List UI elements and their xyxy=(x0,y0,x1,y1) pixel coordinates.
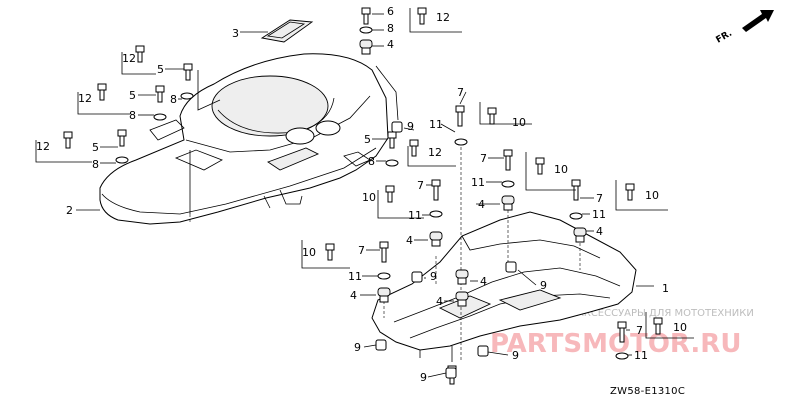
callout-11: 11 xyxy=(408,209,422,222)
callout-2: 2 xyxy=(66,204,73,217)
base-frame-part xyxy=(371,211,637,362)
callout-10: 10 xyxy=(673,321,687,334)
callout-12: 12 xyxy=(78,92,92,105)
callout-8: 8 xyxy=(368,155,375,168)
bolt-icons xyxy=(63,7,663,385)
callout-12: 12 xyxy=(436,11,450,24)
callout-8: 8 xyxy=(92,158,99,171)
diagram-code: ZW58-E1310C xyxy=(610,386,685,397)
callout-4: 4 xyxy=(350,289,357,302)
callout-7: 7 xyxy=(636,324,643,337)
watermark-logo: PARTSMOTOR.RU xyxy=(490,329,741,359)
callout-11: 11 xyxy=(429,118,443,131)
callout-5: 5 xyxy=(92,141,99,154)
callout-5: 5 xyxy=(157,63,164,76)
callout-8: 8 xyxy=(129,109,136,122)
callout-4: 4 xyxy=(387,38,394,51)
callout-12: 12 xyxy=(122,52,136,65)
collar-icons xyxy=(375,121,517,379)
callout-11: 11 xyxy=(348,270,362,283)
callout-10: 10 xyxy=(645,189,659,202)
callout-7: 7 xyxy=(480,152,487,165)
callout-10: 10 xyxy=(512,116,526,129)
washer-icons xyxy=(115,26,629,360)
callout-12: 12 xyxy=(428,146,442,159)
callout-4: 4 xyxy=(596,225,603,238)
callout-10: 10 xyxy=(362,191,376,204)
callout-1: 1 xyxy=(662,282,669,295)
fan-cover-part xyxy=(99,53,399,225)
callout-7: 7 xyxy=(358,244,365,257)
callout-8: 8 xyxy=(170,93,177,106)
callout-7: 7 xyxy=(596,192,603,205)
callout-12: 12 xyxy=(36,140,50,153)
watermark-text: ЗАПЧАСТИ И АКСЕССУАРЫ ДЛЯ МОТОТЕХНИКИ xyxy=(508,308,754,319)
rubber-mount-icons xyxy=(359,39,587,307)
callout-6: 6 xyxy=(387,5,394,18)
callout-brackets xyxy=(35,8,694,339)
callout-10: 10 xyxy=(554,163,568,176)
callout-9: 9 xyxy=(540,279,547,292)
callout-4: 4 xyxy=(478,198,485,211)
callout-9: 9 xyxy=(354,341,361,354)
callout-9: 9 xyxy=(407,120,414,133)
leader-lines xyxy=(76,13,654,378)
callout-4: 4 xyxy=(436,295,443,308)
front-direction-label: FR. xyxy=(715,29,734,46)
callout-4: 4 xyxy=(480,275,487,288)
callout-11: 11 xyxy=(634,349,648,362)
callout-9: 9 xyxy=(420,371,427,384)
callout-7: 7 xyxy=(457,86,464,99)
callout-5: 5 xyxy=(364,133,371,146)
callout-labels: 1 2 3 4 4 4 4 4 4 4 5 5 5 5 6 7 7 7 7 7 … xyxy=(36,5,687,384)
callout-8: 8 xyxy=(387,22,394,35)
callout-9: 9 xyxy=(512,349,519,362)
callout-5: 5 xyxy=(129,89,136,102)
callout-10: 10 xyxy=(302,246,316,259)
callout-11: 11 xyxy=(592,208,606,221)
seal-part xyxy=(260,19,314,43)
callout-11: 11 xyxy=(471,176,485,189)
front-direction-arrow-icon xyxy=(742,10,774,32)
callout-9: 9 xyxy=(430,270,437,283)
callout-7: 7 xyxy=(417,179,424,192)
callout-3: 3 xyxy=(232,27,239,40)
callout-4: 4 xyxy=(406,234,413,247)
